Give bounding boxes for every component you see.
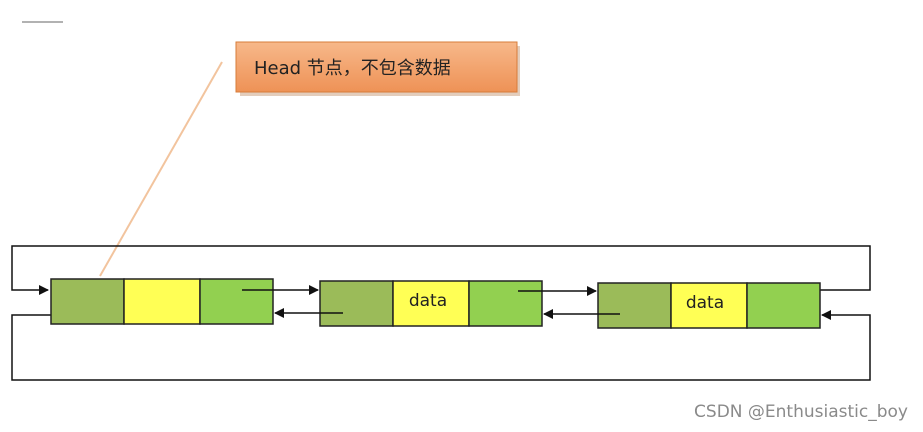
callout-box bbox=[235, 41, 518, 93]
callout-text: Head 节点，不包含数据 bbox=[254, 58, 451, 79]
node-next-cell bbox=[199, 278, 274, 325]
head-callout: Head 节点，不包含数据 bbox=[235, 41, 520, 96]
list-node-1: data bbox=[319, 280, 543, 327]
node-prev-cell bbox=[319, 280, 394, 327]
node-data-label: data bbox=[409, 291, 447, 311]
list-node-head bbox=[50, 278, 274, 325]
loop-prev-wrap-arrow bbox=[11, 310, 871, 381]
node-prev-cell bbox=[50, 278, 125, 325]
node-next-cell bbox=[746, 282, 821, 329]
watermark-text: CSDN @Enthusiastic_boy bbox=[694, 402, 908, 422]
loop-next-wrap-arrow bbox=[11, 245, 871, 295]
node-data-label: data bbox=[686, 293, 724, 313]
node-data-cell bbox=[123, 278, 201, 325]
list-node-2: data bbox=[597, 282, 821, 329]
node-prev-cell bbox=[597, 282, 672, 329]
node-next-cell bbox=[468, 280, 543, 327]
callout-leader-line bbox=[99, 61, 223, 277]
